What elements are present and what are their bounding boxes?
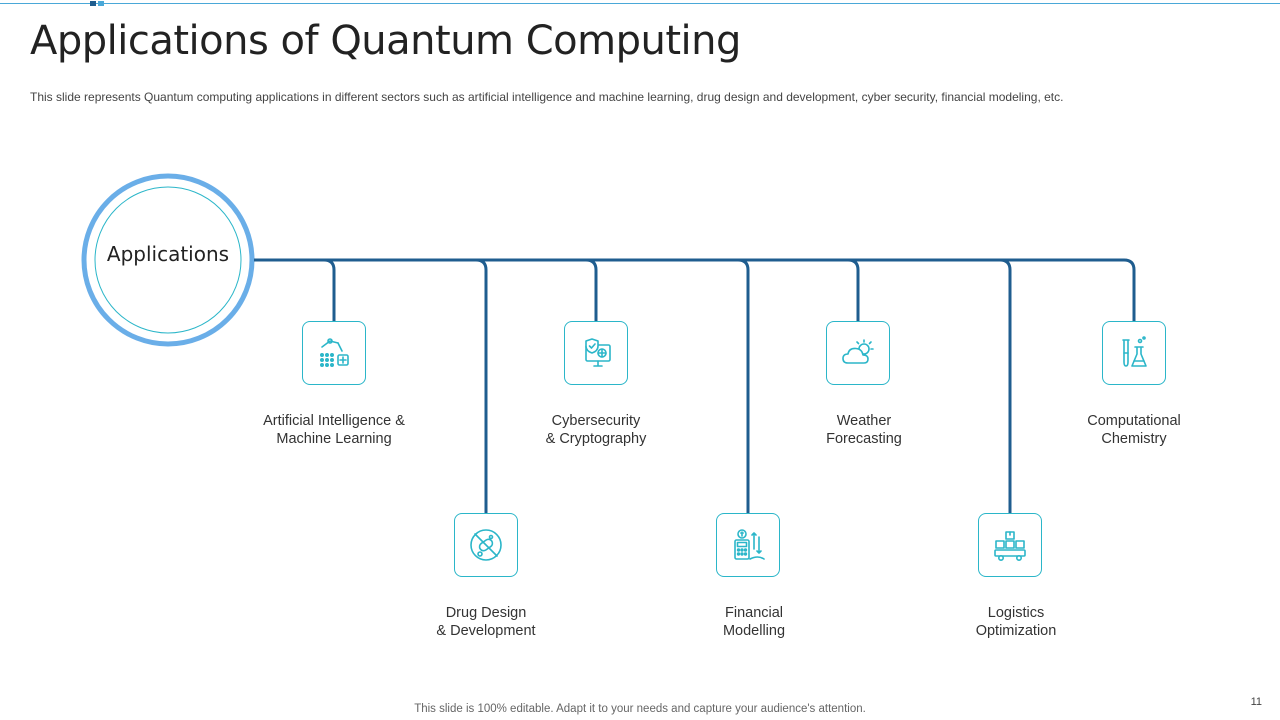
node-drug[interactable] xyxy=(454,513,518,577)
branch-drug xyxy=(475,258,488,513)
page-number: 11 xyxy=(1250,696,1262,708)
node-drug-label-line2: & Development xyxy=(436,623,536,639)
lab-flask-icon xyxy=(1122,336,1147,367)
branch-fin xyxy=(737,258,750,513)
node-weather[interactable] xyxy=(826,321,890,385)
slide-subtitle: This slide represents Quantum computing … xyxy=(30,90,1064,104)
finance-calculator-icon xyxy=(734,529,765,560)
node-cyber-label-line1: Cybersecurity xyxy=(551,413,641,429)
node-ai-label: Artificial Intelligence & Machine Learni… xyxy=(234,412,434,448)
node-chem-label: Computational Chemistry xyxy=(1034,412,1234,448)
node-ai-label-line2: Machine Learning xyxy=(276,431,392,447)
node-ai[interactable] xyxy=(302,321,366,385)
slide-title: Applications of Quantum Computing xyxy=(30,18,741,64)
node-fin-label-line1: Financial xyxy=(724,605,784,621)
node-weather-label-line2: Forecasting xyxy=(826,431,902,447)
top-accent-light xyxy=(98,1,104,6)
branch-weather xyxy=(847,258,860,321)
node-chem-label-line2: Chemistry xyxy=(1101,431,1167,447)
robot-arm-icon xyxy=(320,338,349,367)
branch-chem xyxy=(1123,258,1136,321)
node-drug-label: Drug Design & Development xyxy=(386,604,586,640)
branch-cyber xyxy=(585,258,598,321)
hub-outer-ring xyxy=(81,173,255,347)
node-fin[interactable] xyxy=(716,513,780,577)
node-chem-label-line1: Computational xyxy=(1087,413,1181,429)
node-drug-label-line1: Drug Design xyxy=(445,605,527,621)
hub-label: Applications xyxy=(106,242,230,266)
node-weather-label: Weather Forecasting xyxy=(764,412,964,448)
node-cyber-label-line2: & Cryptography xyxy=(545,431,647,447)
top-rule xyxy=(0,3,1280,4)
node-chem[interactable] xyxy=(1102,321,1166,385)
node-fin-label: Financial Modelling xyxy=(654,604,854,640)
node-weather-label-line1: Weather xyxy=(836,413,892,429)
node-logistics-label-line1: Logistics xyxy=(987,605,1045,621)
node-fin-label-line2: Modelling xyxy=(722,623,786,639)
cloud-sun-icon xyxy=(842,339,874,364)
branch-logistics xyxy=(999,258,1012,513)
node-cyber[interactable] xyxy=(564,321,628,385)
node-logistics-label: Logistics Optimization xyxy=(916,604,1116,640)
node-ai-label-line1: Artificial Intelligence & xyxy=(263,413,405,429)
hub-inner-ring xyxy=(94,186,242,334)
security-monitor-icon xyxy=(585,338,611,367)
node-logistics-label-line2: Optimization xyxy=(975,623,1057,639)
top-accent-dark xyxy=(90,1,96,6)
delivery-truck-icon xyxy=(994,531,1026,561)
branch-ai xyxy=(323,258,336,321)
node-logistics[interactable] xyxy=(978,513,1042,577)
pill-no-icon xyxy=(470,529,502,561)
footer-note: This slide is 100% editable. Adapt it to… xyxy=(414,703,866,715)
node-cyber-label: Cybersecurity & Cryptography xyxy=(496,412,696,448)
